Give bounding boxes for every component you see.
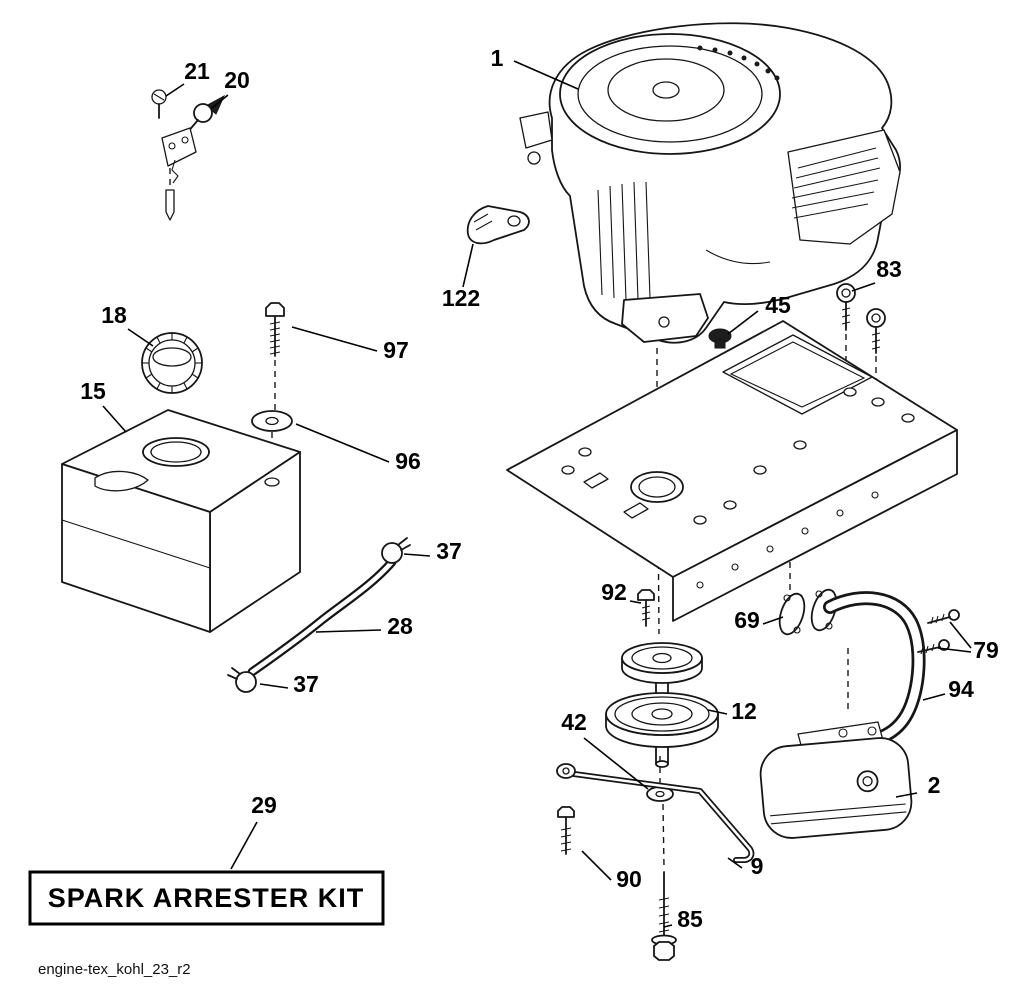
leader-line-96-7 — [295, 423, 390, 463]
leader-line-90-21 — [581, 850, 612, 881]
thumb-screws-part-83 — [836, 283, 886, 354]
callout-92-13: 92 — [601, 579, 627, 605]
callout-15-6: 15 — [80, 378, 106, 404]
leader-line-15-6 — [102, 405, 127, 433]
cap-part-45 — [708, 328, 732, 349]
callout-83-8: 83 — [876, 256, 902, 282]
fuel-cap-part-18 — [141, 332, 203, 394]
leader-line-42-18 — [583, 737, 649, 790]
leader-line-83-8 — [851, 282, 876, 292]
callout-1-0: 1 — [491, 45, 504, 71]
exhaust-pipe-part-94 — [823, 591, 926, 745]
chassis-plate — [506, 320, 958, 622]
hose-clamp-part-37-upper — [381, 537, 411, 564]
leader-line-29-23 — [230, 821, 258, 870]
bolt-part-90 — [557, 806, 575, 855]
callout-21-1: 21 — [184, 58, 210, 84]
callout-69-14: 69 — [734, 607, 760, 633]
callout-37-12: 37 — [293, 671, 319, 697]
leader-line-9-20 — [727, 857, 743, 869]
leader-line-18-4 — [127, 328, 154, 347]
leader-line-37-10 — [403, 553, 431, 557]
leader-line-79-15 — [937, 647, 972, 653]
callout-97-5: 97 — [383, 337, 409, 363]
callout-2-19: 2 — [928, 772, 941, 798]
callout-90-21: 90 — [616, 866, 642, 892]
callout-45-9: 45 — [765, 292, 791, 318]
fuel-line-part-28 — [247, 557, 397, 677]
leader-line-79-15 — [949, 621, 972, 649]
leader-line-2-19 — [895, 792, 918, 798]
screws-part-79 — [917, 609, 960, 655]
callout-12-17: 12 — [731, 698, 757, 724]
leader-line-69-14 — [762, 616, 784, 625]
leader-line-21-1 — [165, 83, 185, 97]
engine-part-1 — [519, 22, 901, 344]
leader-line-122-3 — [462, 243, 474, 288]
callout-79-15: 79 — [973, 637, 999, 663]
diagram-file-label: engine-tex_kohl_23_r2 — [38, 961, 191, 978]
callout-18-4: 18 — [101, 302, 127, 328]
leader-line-45-9 — [727, 310, 759, 335]
callout-42-18: 42 — [561, 709, 587, 735]
callout-96-7: 96 — [395, 448, 421, 474]
leader-line-37-12 — [259, 683, 289, 689]
muffler-part-2 — [759, 721, 913, 839]
fuel-tank-part-15 — [61, 409, 301, 633]
callout-94-16: 94 — [948, 676, 974, 702]
spark-arrester-kit-box: SPARK ARRESTER KIT — [28, 870, 385, 926]
throttle-bracket-parts-20-21 — [151, 89, 226, 221]
spark-arrester-kit-label: SPARK ARRESTER KIT — [48, 883, 365, 913]
leader-line-20-2 — [211, 94, 229, 109]
callout-9-20: 9 — [751, 853, 764, 879]
leader-line-28-11 — [315, 629, 382, 633]
callout-85-22: 85 — [677, 906, 703, 932]
key-pin — [165, 189, 175, 221]
lever-part-122 — [466, 205, 530, 245]
leader-line-12-17 — [707, 709, 728, 715]
bolt-part-97 — [265, 302, 285, 357]
leader-line-85-22 — [663, 924, 673, 928]
callout-37-10: 37 — [436, 538, 462, 564]
leader-line-92-13 — [629, 600, 642, 604]
callout-20-2: 20 — [224, 67, 250, 93]
callout-28-11: 28 — [387, 613, 413, 639]
pulley-stack-part-12 — [605, 642, 719, 768]
leader-line-97-5 — [291, 326, 378, 352]
hose-clamp-part-37-lower — [227, 667, 257, 693]
callout-29-23: 29 — [251, 792, 277, 818]
leader-line-1-0 — [513, 60, 579, 90]
bolt-part-85 — [651, 871, 677, 961]
washer-part-96 — [251, 410, 293, 432]
guide-rod-part-9 — [556, 763, 755, 863]
callout-122-3: 122 — [442, 285, 480, 311]
bolt-part-92 — [637, 589, 655, 627]
leader-line-94-16 — [922, 693, 946, 701]
